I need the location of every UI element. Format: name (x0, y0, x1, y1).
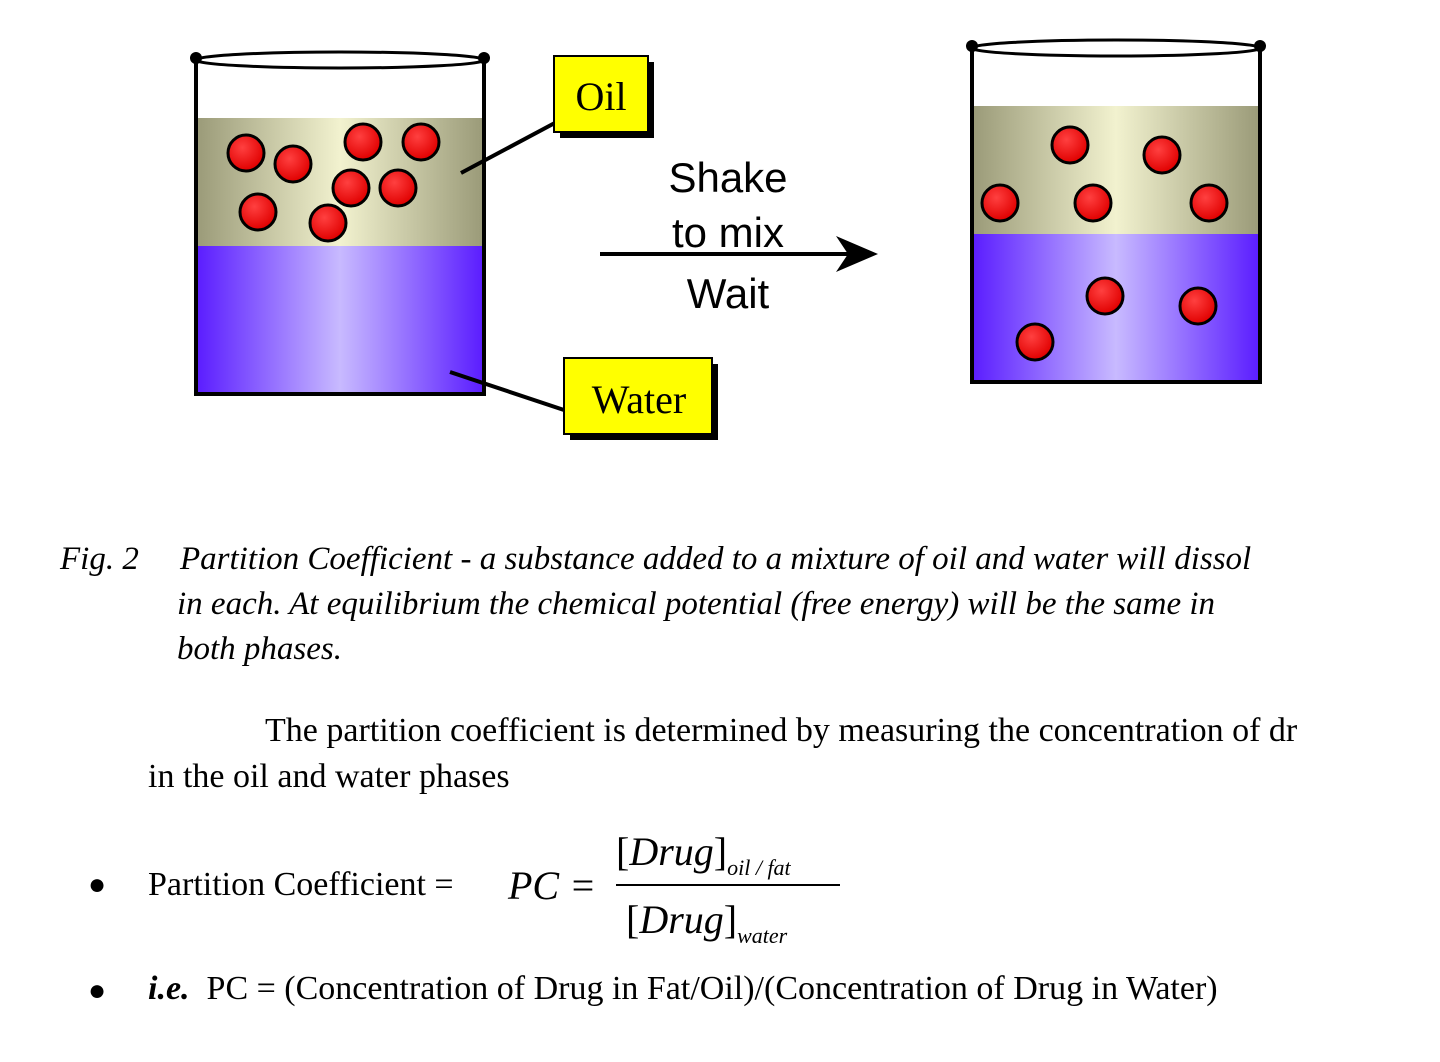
figure-number: Fig. 2 (60, 537, 180, 582)
particle (1144, 137, 1180, 173)
water-label: Water (564, 358, 718, 440)
beaker-rim-before (196, 52, 484, 68)
formula-denominator: [Drug]water (626, 896, 787, 949)
process-arrow: Shake to mix Wait (600, 154, 878, 317)
caption-line-2: in each. At equilibrium the chemical pot… (60, 582, 1440, 627)
paragraph-line-1: The partition coefficient is determined … (148, 708, 1440, 754)
formula-lhs: PC = (508, 862, 596, 909)
particle (240, 194, 276, 230)
particle (310, 205, 346, 241)
arrow-label-shake: Shake (668, 154, 787, 201)
caption-line-1: Partition Coefficient - a substance adde… (180, 541, 1251, 577)
particle (982, 185, 1018, 221)
particle (333, 170, 369, 206)
arrow-label-wait: Wait (687, 270, 770, 317)
beaker-after (966, 40, 1266, 382)
oil-label: Oil (554, 56, 654, 138)
beaker-before (190, 52, 490, 394)
arrow-label-mix: to mix (672, 209, 784, 256)
bullet-icon: ● (88, 974, 106, 1008)
paragraph-line-2: in the oil and water phases (148, 754, 1440, 800)
particle (1075, 185, 1111, 221)
particle (1052, 127, 1088, 163)
ie-abbrev: i.e. (148, 970, 190, 1007)
svg-text:Water: Water (592, 377, 687, 422)
fraction-bar (616, 884, 840, 886)
partition-formula: PC = [Drug]oil / fat [Drug]water (508, 836, 868, 946)
caption-line-3: both phases. (60, 627, 1440, 672)
particle (228, 135, 264, 171)
particle (275, 146, 311, 182)
partition-diagram: Oil Water Shake to mix Wait (0, 0, 1440, 460)
particle (345, 124, 381, 160)
body-paragraph: The partition coefficient is determined … (148, 708, 1440, 800)
definition-text: PC = (Concentration of Drug in Fat/Oil)/… (207, 970, 1218, 1007)
water-layer-before (196, 246, 484, 394)
particle (380, 170, 416, 206)
beaker-rim-after (972, 40, 1260, 56)
svg-text:Oil: Oil (575, 74, 626, 119)
particle (1180, 288, 1216, 324)
formula-label: Partition Coefficient = (148, 866, 454, 904)
formula-numerator: [Drug]oil / fat (616, 828, 791, 881)
particle (1191, 185, 1227, 221)
particle (1017, 324, 1053, 360)
bullet-icon: ● (88, 868, 106, 902)
particle (403, 124, 439, 160)
particle (1087, 278, 1123, 314)
